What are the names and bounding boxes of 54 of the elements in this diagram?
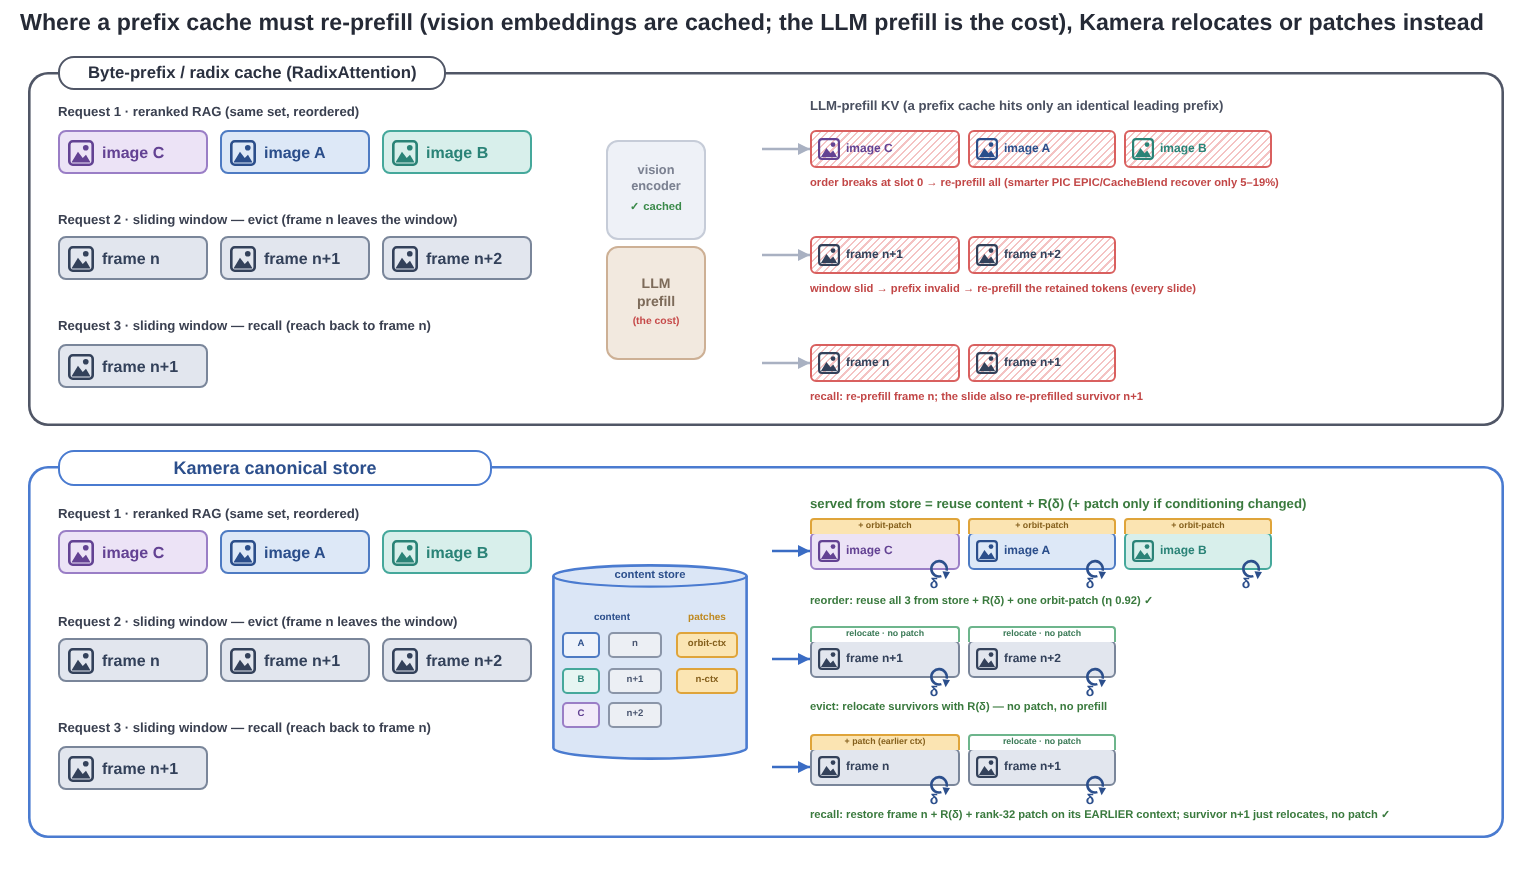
input-card xyxy=(382,638,532,682)
input-card xyxy=(220,638,370,682)
input-card xyxy=(58,530,208,574)
input-card xyxy=(58,130,208,174)
input-card xyxy=(58,344,208,388)
arrow xyxy=(762,143,810,155)
kv-block xyxy=(810,236,960,274)
card-label: image C xyxy=(102,543,165,561)
input-card xyxy=(58,236,208,280)
card-label: image B xyxy=(426,143,489,161)
input-card xyxy=(382,236,532,280)
arrow xyxy=(772,653,810,665)
card-label: frame n xyxy=(102,249,160,267)
kv-block xyxy=(810,130,960,168)
arrow xyxy=(772,545,810,557)
kv-block xyxy=(968,344,1116,382)
card-label: frame n xyxy=(102,651,160,669)
kv-block xyxy=(968,748,1116,786)
arrow xyxy=(762,357,810,369)
input-card xyxy=(58,638,208,682)
card-label: frame n+1 xyxy=(264,651,341,669)
kv-block xyxy=(968,130,1116,168)
arrow xyxy=(772,761,810,773)
card-label: frame n+1 xyxy=(264,249,341,267)
kv-block xyxy=(810,748,960,786)
input-card xyxy=(58,746,208,790)
stage-block xyxy=(606,246,706,360)
card-label: frame n+2 xyxy=(426,249,503,267)
input-card xyxy=(220,130,370,174)
kv-block xyxy=(968,236,1116,274)
kv-block xyxy=(810,344,960,382)
input-card xyxy=(220,530,370,574)
store-cylinder xyxy=(552,564,748,760)
card-label: image A xyxy=(264,143,326,161)
card-label: frame n+1 xyxy=(102,759,179,777)
stage-block xyxy=(606,140,706,240)
arrow xyxy=(762,249,810,261)
card-label: frame n+1 xyxy=(102,357,179,375)
input-card xyxy=(382,530,532,574)
section-title: Byte-prefix / radix cache (RadixAttention) xyxy=(58,56,447,90)
kv-block xyxy=(1124,532,1272,570)
input-card xyxy=(220,236,370,280)
kv-block xyxy=(810,532,960,570)
section-title: Kamera canonical store xyxy=(58,450,492,486)
diagram-title: Where a prefix cache must re-prefill (vision embeddings are cached; the LLM prefill is the cost), Kamera relocates or patches instead xyxy=(20,10,1484,38)
kv-block xyxy=(968,640,1116,678)
kv-block xyxy=(968,532,1116,570)
card-label: image B xyxy=(426,543,489,561)
card-label: image C xyxy=(102,143,165,161)
kv-block xyxy=(810,640,960,678)
card-label: frame n+2 xyxy=(426,651,503,669)
input-card xyxy=(382,130,532,174)
kv-block xyxy=(1124,130,1272,168)
card-label: image A xyxy=(264,543,326,561)
